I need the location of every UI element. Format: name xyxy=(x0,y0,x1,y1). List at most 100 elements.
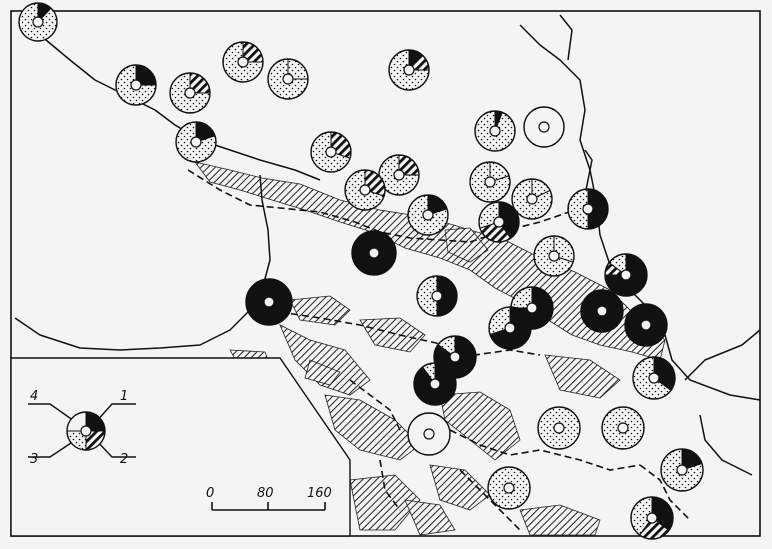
site-symbol-14 xyxy=(469,161,511,203)
legend-label-4: 4 xyxy=(30,389,38,404)
legend-symbol xyxy=(66,411,106,451)
site-symbol-2-center xyxy=(130,79,142,91)
site-symbol-35-outline xyxy=(630,496,674,540)
site-symbol-28 xyxy=(413,362,457,406)
site-symbol-26-center xyxy=(263,296,275,308)
site-symbol-35-center xyxy=(646,512,658,524)
site-symbol-31-outline xyxy=(537,406,581,450)
site-symbol-5 xyxy=(222,41,264,83)
site-symbol-10-outline xyxy=(344,169,386,211)
site-symbol-32 xyxy=(601,406,645,450)
legend-label-3: 3 xyxy=(30,452,38,467)
site-symbol-2 xyxy=(115,64,157,106)
scale-label-160: 160 xyxy=(307,486,332,501)
site-symbol-1 xyxy=(18,2,58,42)
rivers xyxy=(14,14,761,476)
site-symbol-15-center xyxy=(526,193,538,205)
site-symbol-34-outline xyxy=(487,466,531,510)
site-symbol-5-outline xyxy=(222,41,264,83)
site-symbol-25-outline xyxy=(624,303,668,347)
site-symbol-20-outline xyxy=(604,253,648,297)
scale-label-0: 0 xyxy=(206,486,214,501)
site-symbol-25-center xyxy=(640,319,652,331)
site-symbol-29-outline xyxy=(632,356,676,400)
site-symbol-13-outline xyxy=(523,106,565,148)
site-symbol-33-center xyxy=(676,464,688,476)
site-symbol-8-outline xyxy=(310,131,352,173)
site-symbol-35 xyxy=(630,496,674,540)
site-symbol-13 xyxy=(523,106,565,148)
legend-leader-3 xyxy=(28,438,78,458)
site-symbol-21 xyxy=(416,275,458,317)
site-symbol-18 xyxy=(351,230,397,276)
site-symbol-12-center xyxy=(489,125,501,137)
site-symbol-32-center xyxy=(617,422,629,434)
legend-label-1: 1 xyxy=(120,389,128,404)
site-symbol-23-center xyxy=(504,322,516,334)
site-symbol-3-outline xyxy=(169,72,211,114)
site-symbol-26 xyxy=(245,278,293,326)
site-symbol-10 xyxy=(344,169,386,211)
legend-leader-4 xyxy=(94,438,136,458)
borders xyxy=(187,169,691,531)
site-symbol-7-center xyxy=(403,64,415,76)
scale-bar xyxy=(211,502,326,511)
site-symbol-16 xyxy=(478,201,520,243)
site-symbol-28-center xyxy=(429,378,441,390)
site-symbol-30-outline xyxy=(407,412,451,456)
site-symbol-27-center xyxy=(449,351,461,363)
site-symbol-6-center xyxy=(282,73,294,85)
site-symbol-21-center xyxy=(431,290,443,302)
site-symbol-7-outline xyxy=(388,49,430,91)
site-symbol-3 xyxy=(169,72,211,114)
site-symbol-31 xyxy=(537,406,581,450)
site-symbol-7 xyxy=(388,49,430,91)
site-symbol-8 xyxy=(310,131,352,173)
site-symbol-11 xyxy=(407,194,449,236)
legend-leader-1 xyxy=(28,403,78,424)
site-symbol-19-center xyxy=(548,250,560,262)
site-symbol-6-outline xyxy=(267,58,309,100)
legend-leader-2 xyxy=(94,403,136,424)
site-symbol-21-outline xyxy=(416,275,458,317)
site-symbol-30 xyxy=(407,412,451,456)
site-symbol-24 xyxy=(580,289,624,333)
site-symbol-18-outline xyxy=(351,230,397,276)
scale-label-80: 80 xyxy=(257,486,274,501)
site-symbol-32-outline xyxy=(601,406,645,450)
site-symbol-25 xyxy=(624,303,668,347)
site-symbol-24-center xyxy=(596,305,608,317)
site-symbol-6 xyxy=(267,58,309,100)
site-symbol-18-center xyxy=(368,247,380,259)
site-symbol-11-outline xyxy=(407,194,449,236)
site-symbol-33 xyxy=(660,448,704,492)
site-symbol-30-center xyxy=(423,428,435,440)
site-symbol-12-outline xyxy=(474,110,516,152)
site-symbol-1-center xyxy=(32,16,44,28)
site-symbol-24-outline xyxy=(580,289,624,333)
site-symbol-2-outline xyxy=(115,64,157,106)
site-symbol-29 xyxy=(632,356,676,400)
legend-label-2: 2 xyxy=(120,452,128,467)
site-symbol-23 xyxy=(488,306,532,350)
site-symbol-22-center xyxy=(526,302,538,314)
site-symbol-3-center xyxy=(184,87,196,99)
site-symbol-29-center xyxy=(648,372,660,384)
site-symbol-4-center xyxy=(190,136,202,148)
sea-inset xyxy=(10,357,351,537)
site-symbol-14-center xyxy=(484,176,496,188)
site-symbol-17-outline xyxy=(567,188,609,230)
site-symbol-14-outline xyxy=(469,161,511,203)
site-symbol-33-outline xyxy=(660,448,704,492)
site-symbol-9-center xyxy=(393,169,405,181)
site-symbol-34 xyxy=(487,466,531,510)
legend-symbol-outline xyxy=(66,411,106,451)
site-symbol-4-outline xyxy=(175,121,217,163)
site-symbol-20-center xyxy=(620,269,632,281)
site-symbol-17-center xyxy=(582,203,594,215)
site-symbol-16-outline xyxy=(478,201,520,243)
site-symbol-13-center xyxy=(538,121,550,133)
site-symbol-34-center xyxy=(503,482,515,494)
